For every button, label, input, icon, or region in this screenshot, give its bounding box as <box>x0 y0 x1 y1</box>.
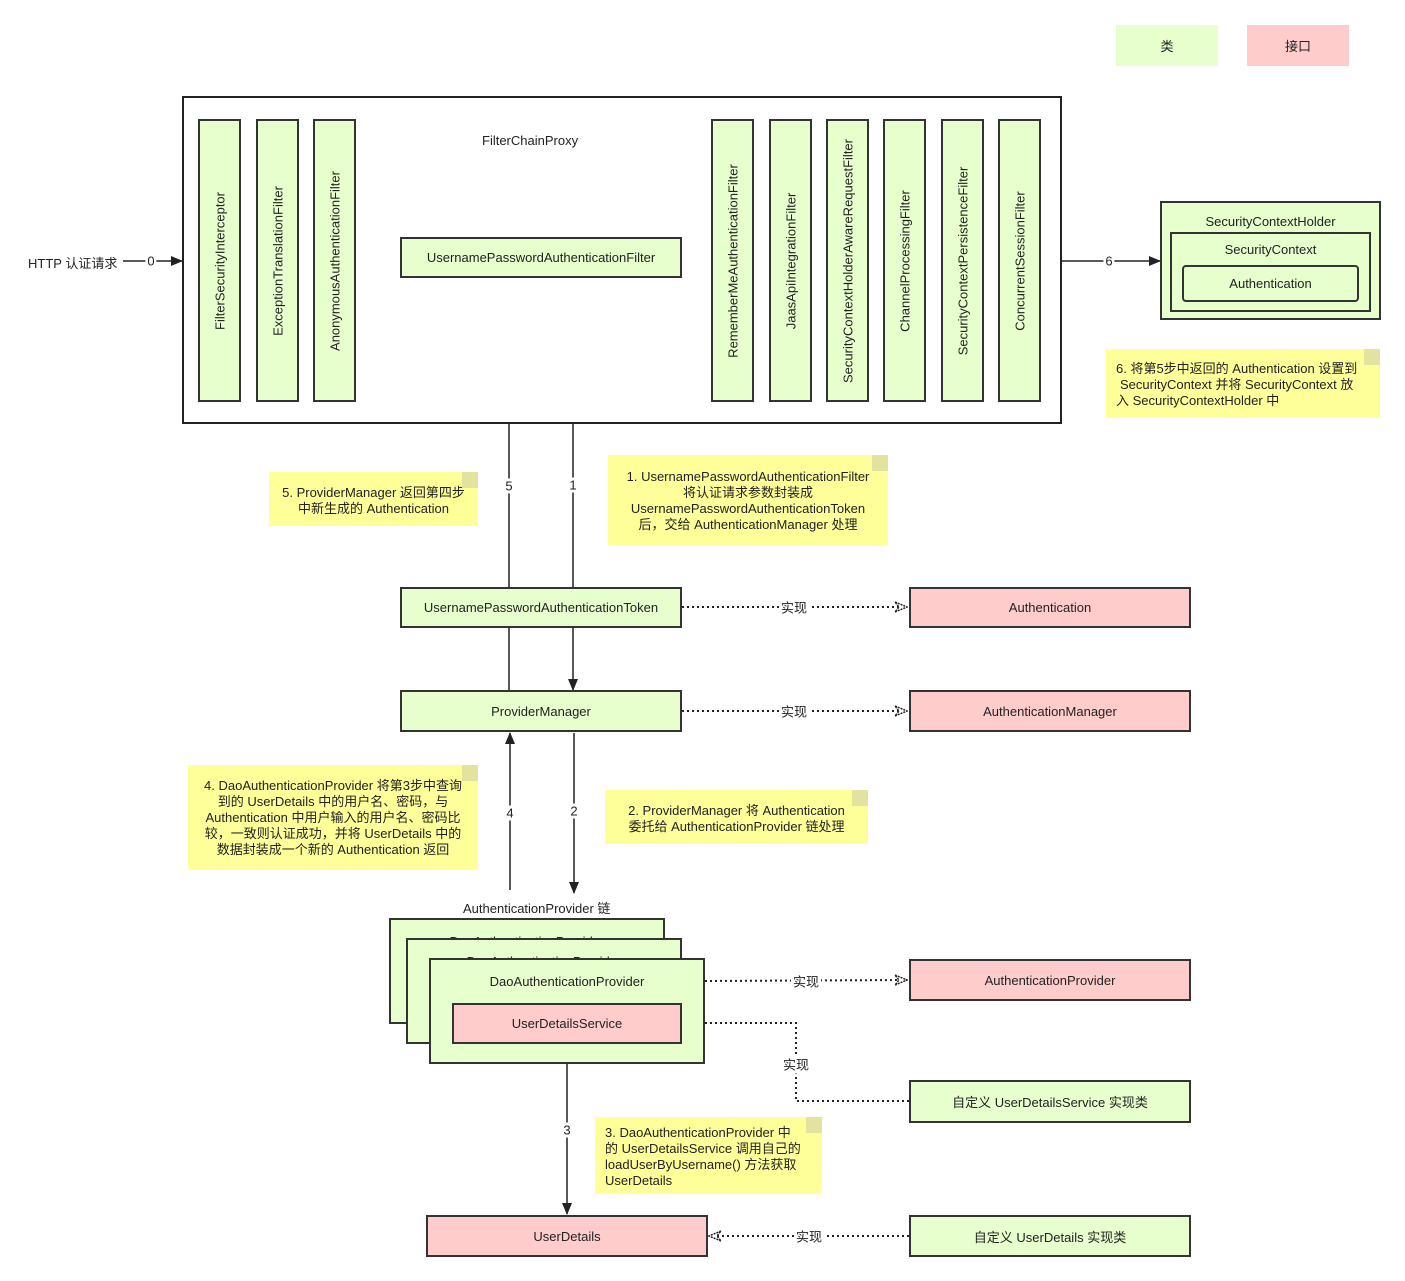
edge-6-label: 6 <box>1103 253 1115 269</box>
holder-title: SecurityContextHolder <box>1205 214 1336 229</box>
anonymous-authentication-filter: AnonymousAuthenticationFilter <box>313 119 356 402</box>
note-line: Authentication 中用户输入的用户名、密码比 <box>205 810 461 825</box>
authentication-provider-label: AuthenticationProvider <box>984 972 1116 988</box>
note-line: 的 UserDetailsService 调用自己的 <box>605 1141 801 1156</box>
note-step-2: 2. ProviderManager 将 Authentication 委托给 … <box>605 790 868 844</box>
impl-provider-label: 实现 <box>790 971 822 991</box>
http-request-label: HTTP 认证请求 <box>28 256 118 271</box>
note-line: 入 SecurityContextHolder 中 <box>1116 393 1280 408</box>
note-line: SecurityContext 并将 SecurityContext 放 <box>1120 377 1354 392</box>
note-line: 委托给 AuthenticationProvider 链处理 <box>628 819 845 834</box>
user-details-service-label: UserDetailsService <box>511 1016 623 1031</box>
center-filter-label: UsernamePasswordAuthenticationFilter <box>426 250 656 265</box>
filter-label: ExceptionTranslationFilter <box>270 185 285 336</box>
user-details-service-interface: UserDetailsService <box>452 1003 682 1044</box>
edge-5-label: 5 <box>503 478 515 494</box>
note-line: 到的 UserDetails 中的用户名、密码，与 <box>217 794 449 809</box>
filter-label: FilterSecurityInterceptor <box>212 191 227 330</box>
note-line: 后，交给 AuthenticationManager 处理 <box>638 517 858 532</box>
filter-label: ChannelProcessingFilter <box>897 189 912 332</box>
filter-chain-title: FilterChainProxy <box>482 133 579 148</box>
note-line: UsernamePasswordAuthenticationToken <box>630 501 866 516</box>
note-line: UserDetails <box>605 1173 673 1188</box>
legend-interface: 接口 <box>1247 25 1349 66</box>
note-line: 6. 将第5步中返回的 Authentication 设置到 <box>1116 361 1358 376</box>
note-step-5: 5. ProviderManager 返回第四步 中新生成的 Authentic… <box>269 472 478 526</box>
authentication-interface-label: Authentication <box>1008 600 1092 615</box>
impl-auth-label: 实现 <box>778 597 810 617</box>
note-line: 4. DaoAuthenticationProvider 将第3步中查询 <box>204 778 462 793</box>
concurrent-session-filter: ConcurrentSessionFilter <box>998 119 1041 402</box>
note-line: 将认证请求参数封装成 <box>682 485 813 500</box>
edge-0-label: 0 <box>145 253 157 269</box>
note-step-1: 1. UsernamePasswordAuthenticationFilter … <box>608 455 888 545</box>
remember-me-authentication-filter: RememberMeAuthenticationFilter <box>711 119 754 402</box>
note-step-4: 4. DaoAuthenticationProvider 将第3步中查询 到的 … <box>188 765 478 870</box>
filter-label: RememberMeAuthenticationFilter <box>725 163 740 358</box>
note-line: 数据封装成一个新的 Authentication 返回 <box>216 842 450 857</box>
context-title: SecurityContext <box>1224 242 1317 257</box>
impl-uds-label: 实现 <box>780 1054 812 1074</box>
edge-2-label: 2 <box>568 803 580 819</box>
edge-1-label: 1 <box>567 477 579 493</box>
filter-label: JaasApiIntegrationFilter <box>783 192 798 329</box>
custom-ud-label: 自定义 UserDetails 实现类 <box>973 1229 1127 1245</box>
username-password-authentication-filter: UsernamePasswordAuthenticationFilter <box>400 237 682 278</box>
holder-authentication-label: Authentication <box>1229 276 1312 291</box>
note-line: 2. ProviderManager 将 Authentication <box>628 803 845 818</box>
note-step-3: 3. DaoAuthenticationProvider 中 的 UserDet… <box>595 1117 822 1194</box>
jaas-api-integration-filter: JaasApiIntegrationFilter <box>769 119 812 402</box>
filter-label: SecurityContextPersistenceFilter <box>955 166 970 355</box>
edge-4-label: 4 <box>504 805 516 821</box>
custom-uds-label: 自定义 UserDetailsService 实现类 <box>952 1095 1148 1110</box>
filter-label: ConcurrentSessionFilter <box>1012 190 1027 331</box>
security-context-persistence-filter: SecurityContextPersistenceFilter <box>941 119 984 402</box>
impl-mgr-label: 实现 <box>778 701 810 721</box>
note-line: 较，一致则认证成功，并将 UserDetails 中的 <box>204 826 462 841</box>
custom-user-details-service-class: 自定义 UserDetailsService 实现类 <box>909 1080 1191 1123</box>
note-line: 5. ProviderManager 返回第四步 <box>282 485 465 500</box>
legend-class-label: 类 <box>1160 39 1174 54</box>
authentication-provider-interface: AuthenticationProvider <box>909 959 1191 1001</box>
authentication-manager-interface: AuthenticationManager <box>909 690 1191 732</box>
user-details-label: UserDetails <box>533 1228 601 1244</box>
exception-translation-filter: ExceptionTranslationFilter <box>256 119 299 402</box>
provider-chain-title: AuthenticationProvider 链 <box>463 901 611 916</box>
note-line: 3. DaoAuthenticationProvider 中 <box>605 1125 791 1140</box>
holder-authentication: Authentication <box>1182 265 1359 302</box>
custom-user-details-class: 自定义 UserDetails 实现类 <box>909 1215 1191 1257</box>
authentication-interface: Authentication <box>909 587 1191 628</box>
note-line: 1. UsernamePasswordAuthenticationFilter <box>626 469 870 484</box>
filter-label: SecurityContextHolderAwareRequestFilter <box>840 138 855 383</box>
legend-class: 类 <box>1116 25 1218 66</box>
channel-processing-filter: ChannelProcessingFilter <box>883 119 926 402</box>
note-line: 中新生成的 Authentication <box>297 501 449 516</box>
provider-manager-label: ProviderManager <box>491 703 591 719</box>
provider-manager: ProviderManager <box>400 690 682 732</box>
username-password-authentication-token: UsernamePasswordAuthenticationToken <box>400 587 682 628</box>
legend-interface-label: 接口 <box>1284 39 1311 54</box>
user-details-interface: UserDetails <box>426 1215 708 1257</box>
edge-3-label: 3 <box>561 1122 573 1138</box>
impl-ud-label: 实现 <box>793 1226 825 1246</box>
note-step-6: 6. 将第5步中返回的 Authentication 设置到 SecurityC… <box>1106 349 1380 418</box>
token-label: UsernamePasswordAuthenticationToken <box>423 600 659 615</box>
note-line: loadUserByUsername() 方法获取 <box>605 1157 797 1172</box>
authentication-manager-label: AuthenticationManager <box>983 703 1117 719</box>
dao-provider-label: DaoAuthenticationProvider <box>489 974 645 989</box>
filter-security-interceptor: FilterSecurityInterceptor <box>198 119 241 402</box>
filter-label: AnonymousAuthenticationFilter <box>327 170 342 351</box>
security-context-holder-aware-request-filter: SecurityContextHolderAwareRequestFilter <box>826 119 869 402</box>
